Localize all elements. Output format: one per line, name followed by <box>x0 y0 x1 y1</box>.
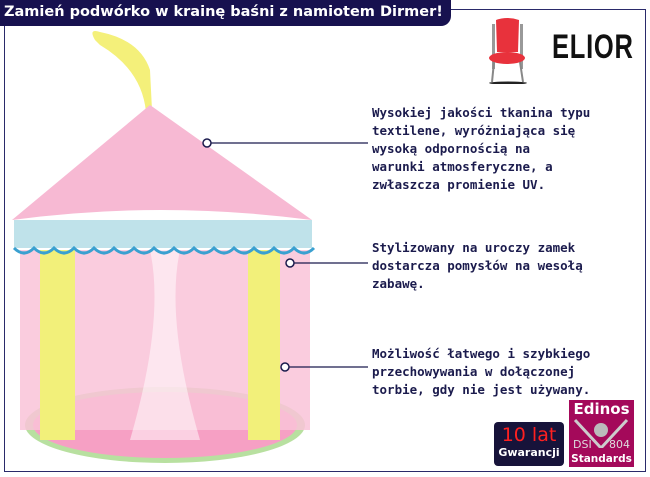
feature-castle: Stylizowany na uroczy zamek dostarcza po… <box>372 240 583 291</box>
feature-storage: Możliwość łatwego i szybkiego przechowyw… <box>372 346 591 397</box>
edinos-v-icon <box>573 418 629 448</box>
feature-fabric: Wysokiej jakości tkanina typu textilene,… <box>372 105 591 192</box>
chair-logo-icon <box>489 18 527 84</box>
warranty-label: Gwarancji <box>498 446 560 459</box>
edinos-standards: Standards <box>571 453 632 465</box>
warranty-years: 10 lat <box>501 424 557 446</box>
edinos-804: 804 <box>609 438 630 451</box>
hotspot-1 <box>202 138 212 148</box>
edinos-title: Edinos <box>573 400 630 418</box>
edinos-badge: Edinos DSI 804 Standards <box>569 400 634 467</box>
page-title: Zamień podwórko w krainę baśni z namiote… <box>0 0 451 26</box>
warranty-badge: 10 lat Gwarancji <box>494 422 564 466</box>
edinos-dsi: DSI <box>573 438 592 451</box>
brand-name: ELIOR <box>552 28 634 66</box>
